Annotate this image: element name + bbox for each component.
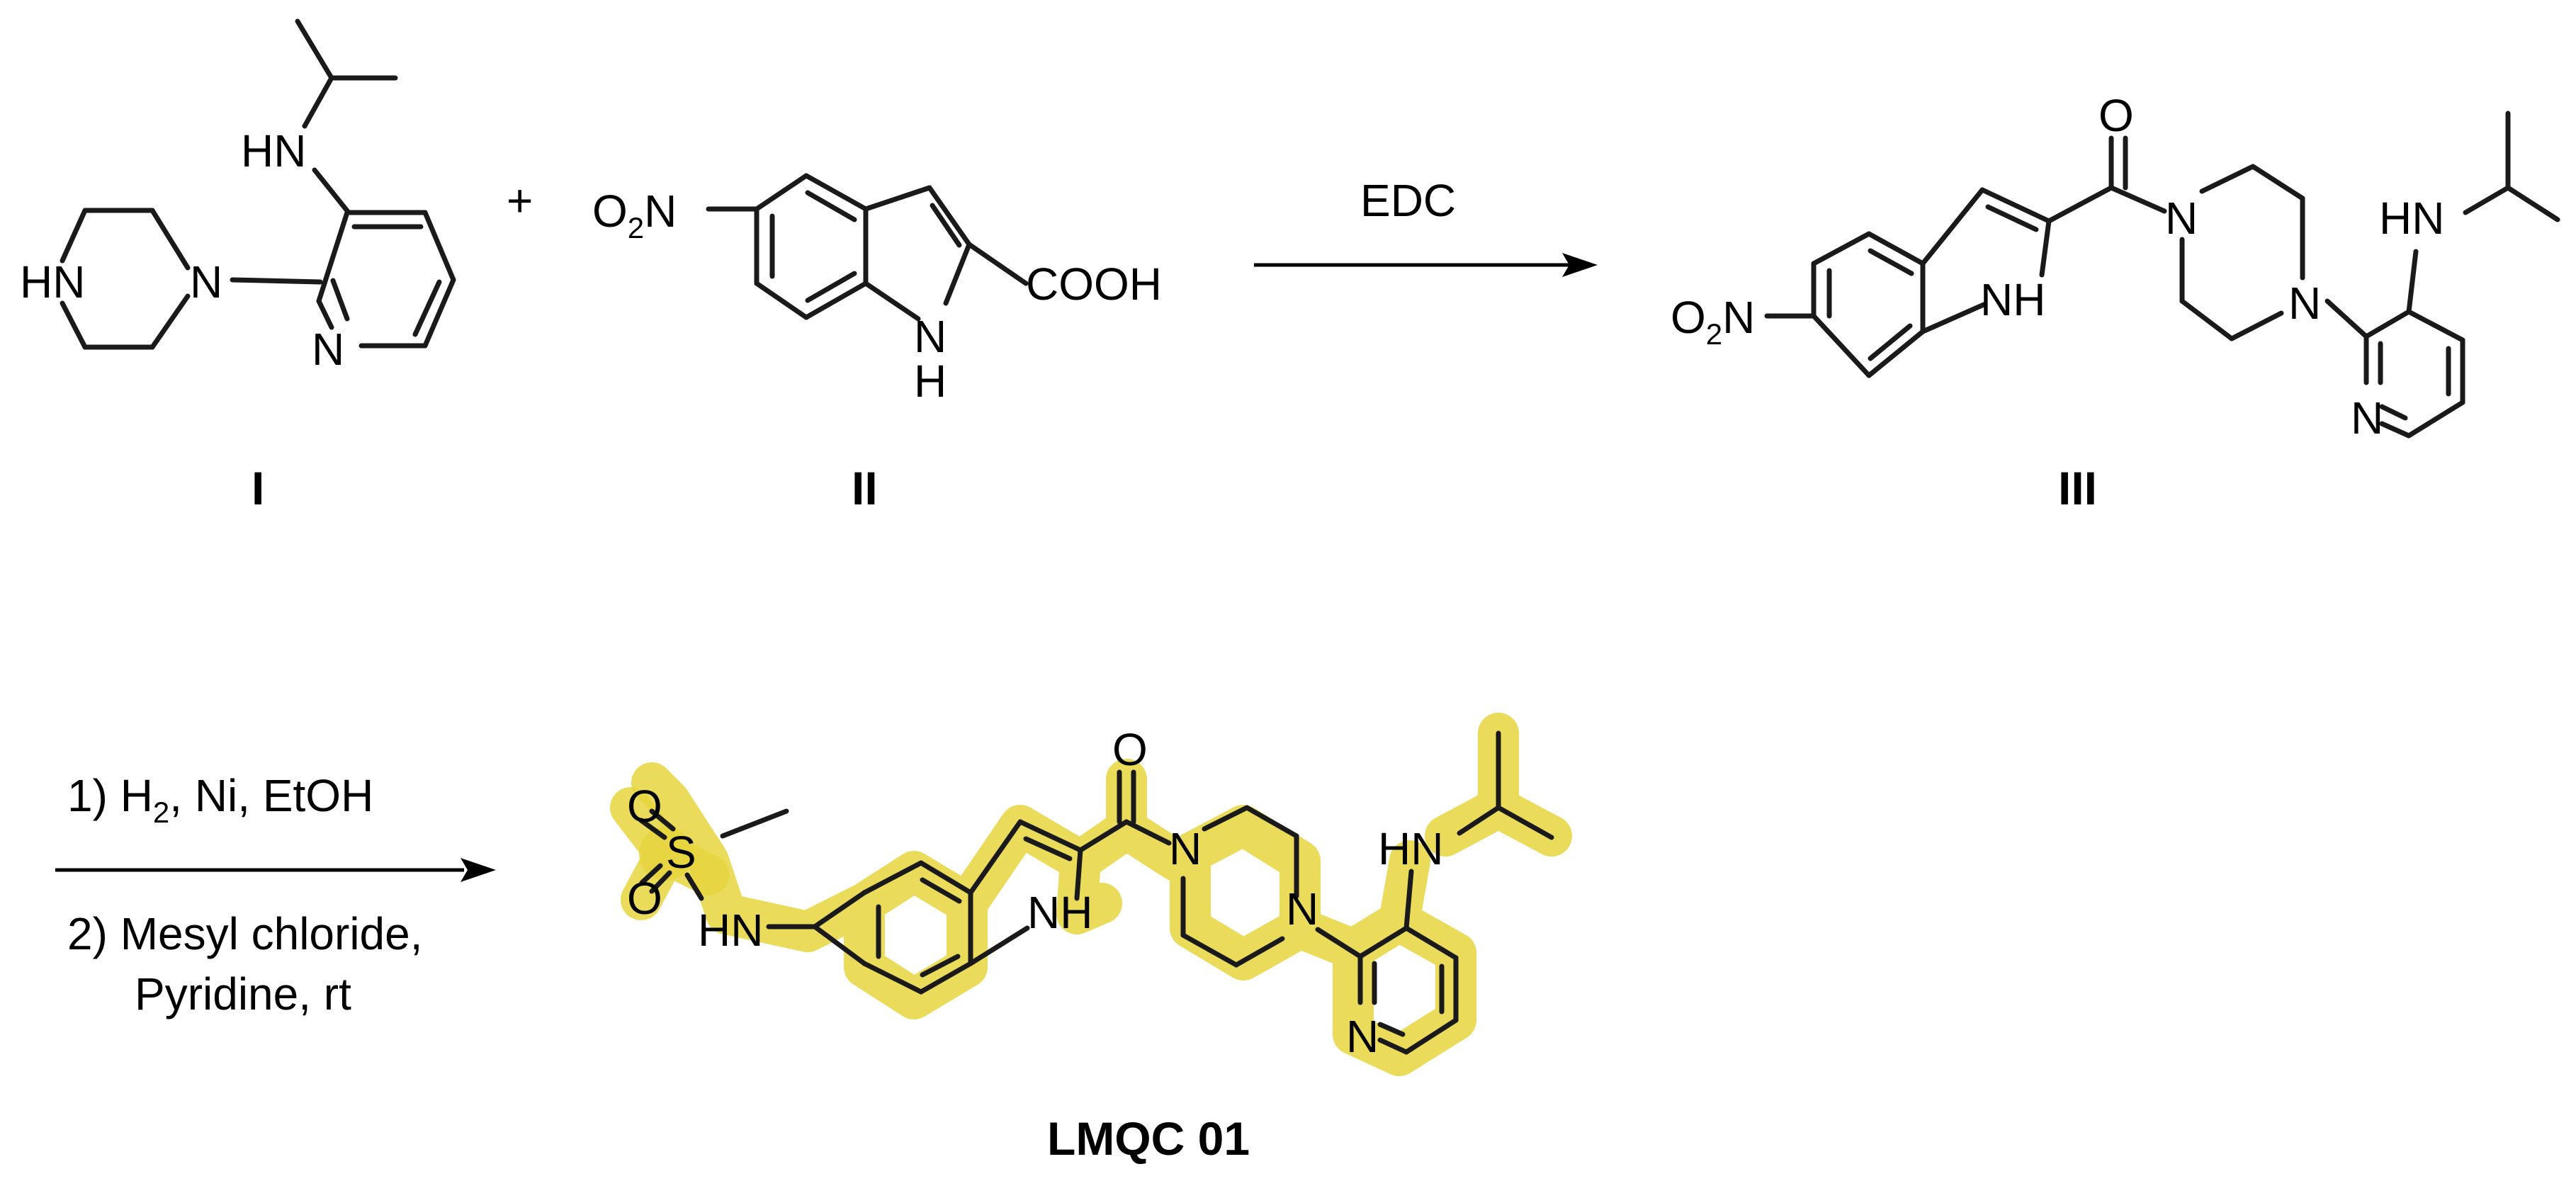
atom-label: N: [190, 256, 222, 307]
atom-label: HN: [698, 905, 763, 956]
compound-lmqc01-label: LMQC 01: [1047, 1112, 1250, 1165]
atom-label: N: [914, 311, 947, 362]
step2-line3: Pyridine, rt: [135, 968, 351, 1019]
lmqc01-structure: [638, 730, 1554, 1055]
atom-label: COOH: [1026, 259, 1162, 310]
compound-i-atom-labels: HN HN N N: [20, 125, 344, 375]
atom-label: S: [666, 827, 696, 878]
nitro-group: O2N: [1671, 292, 1755, 351]
compound-i-structure: [60, 18, 456, 350]
arrow-head: [1562, 253, 1598, 277]
atom-label: N: [2351, 392, 2383, 443]
atom-label: HN: [20, 256, 85, 307]
atom-label: H: [914, 356, 947, 407]
plus-sign: +: [507, 175, 533, 226]
atom-label: HN: [2379, 193, 2444, 244]
atom-label: NH: [1027, 887, 1092, 938]
lmqc01-atom-labels: O S O HN NH O N N HN N: [627, 724, 1443, 1062]
atom-label: N: [312, 324, 344, 375]
atom-label: HN: [241, 125, 306, 176]
compound-iii-atom-labels: O2N NH O N N HN N: [1671, 90, 2444, 443]
atom-label: NH: [1980, 274, 2045, 325]
atom-label: N: [1286, 883, 1318, 934]
nitro-group: O2N: [592, 186, 677, 244]
atom-label: O: [1112, 724, 1148, 775]
atom-label: N: [1169, 823, 1202, 874]
arrow-head: [461, 858, 496, 882]
compound-ii-atom-labels: O2N COOH N H: [592, 186, 1162, 407]
compound-i-label: I: [252, 462, 264, 514]
atom-label: N: [2288, 278, 2321, 329]
atom-label: O: [2098, 90, 2134, 141]
step2-line1: 1) H2, Ni, EtOH: [67, 770, 373, 829]
atom-label: O: [627, 781, 662, 832]
compound-iii-structure: [1764, 111, 2560, 439]
compound-iii-label: III: [2058, 462, 2097, 514]
compound-ii-label: II: [852, 462, 878, 514]
atom-label: HN: [1378, 823, 1443, 874]
atom-label: N: [2165, 193, 2198, 244]
step2-line2: 2) Mesyl chloride,: [67, 908, 423, 959]
atom-label: O: [627, 873, 662, 924]
atom-label: N: [1346, 1011, 1379, 1062]
reagent-edc: EDC: [1360, 175, 1456, 226]
compound-ii-structure: [706, 173, 1029, 322]
